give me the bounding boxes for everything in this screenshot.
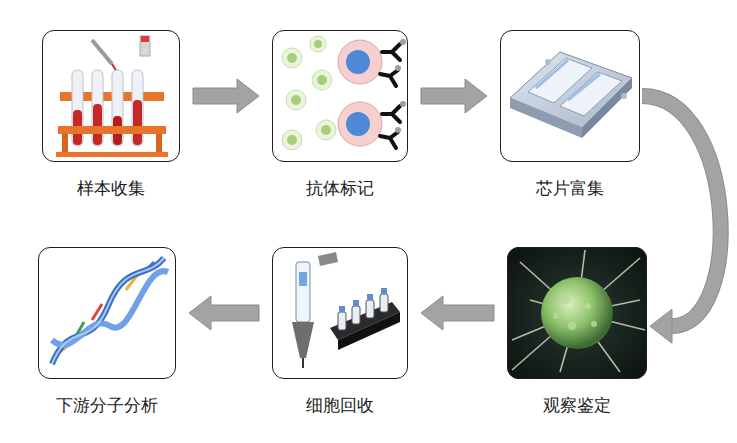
test-tube-art	[56, 36, 168, 157]
dna-helix	[52, 258, 168, 364]
recovery-art	[292, 252, 400, 368]
step-label: 样本收集	[77, 178, 145, 198]
flow-arrow	[421, 296, 494, 330]
flow-arrow	[189, 296, 259, 330]
step-label: 观察鉴定	[543, 395, 611, 415]
image-panel: 抗体标记	[272, 30, 408, 162]
flow-arrow	[193, 79, 259, 113]
image-panel: 样本收集	[42, 30, 180, 162]
flow-arrow	[421, 79, 487, 113]
antibody-art	[282, 36, 406, 150]
cell-micrograph	[507, 247, 647, 379]
step-label: 芯片富集	[536, 178, 604, 198]
image-panel: 芯片富集	[500, 30, 640, 162]
step-label: 细胞回收	[306, 395, 374, 415]
flow-arrow	[642, 96, 721, 343]
image-panel: 下游分子分析	[38, 247, 176, 379]
step-label: 抗体标记	[306, 178, 374, 198]
step-label: 下游分子分析	[56, 395, 158, 415]
image-panel: 细胞回收	[272, 247, 408, 379]
image-panel: 观察鉴定	[507, 247, 647, 379]
chip-art	[510, 52, 632, 138]
